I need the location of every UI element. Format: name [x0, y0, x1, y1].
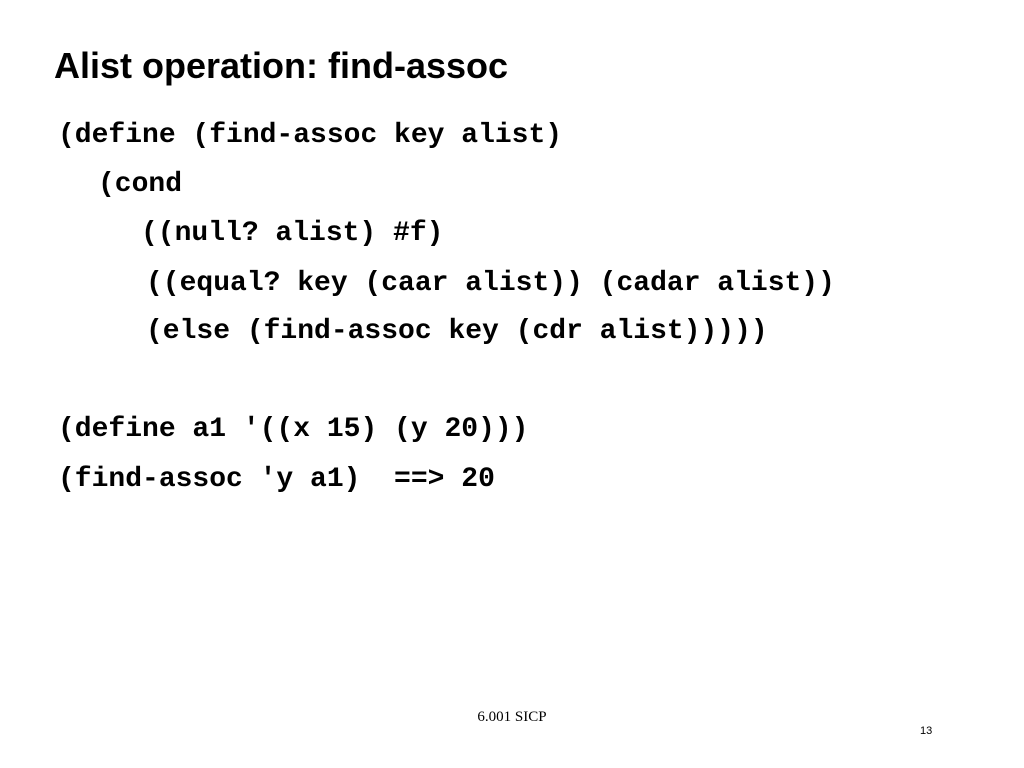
code-line-else-clause: (else (find-assoc key (cdr alist))))) — [146, 316, 768, 347]
page-number: 13 — [920, 725, 933, 737]
slide-title: Alist operation: find-assoc — [54, 45, 509, 86]
footer: 6.001 SICP — [0, 708, 1024, 726]
code-line-equal-clause: ((equal? key (caar alist)) (cadar alist)… — [146, 268, 835, 299]
footer-course-label: 6.001 SICP — [477, 709, 547, 725]
code-line-cond: (cond — [98, 169, 183, 200]
code-line-define-find-assoc: (define (find-assoc key alist) — [58, 120, 563, 151]
code-line-define-a1: (define a1 '((x 15) (y 20))) — [58, 414, 529, 445]
code-line-null-clause: ((null? alist) #f) — [141, 218, 444, 249]
code-line-find-assoc-call: (find-assoc 'y a1) ==> 20 — [58, 464, 495, 495]
